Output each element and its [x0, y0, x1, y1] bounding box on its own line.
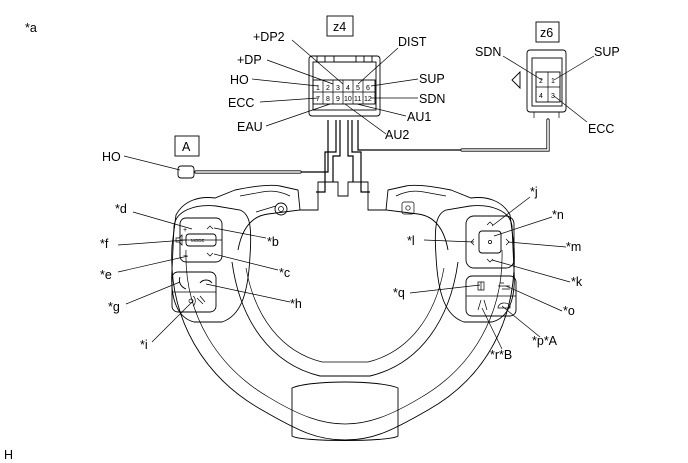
- z4-pin-3: 3: [336, 85, 340, 92]
- z4-callout-eau: EAU: [237, 120, 263, 134]
- z4-callout-ho: HO: [230, 73, 249, 87]
- z4-pin-12: 12: [364, 96, 372, 103]
- callout-c: *c: [279, 266, 290, 280]
- z4-pin-10: 10: [344, 96, 352, 103]
- z6-callouts: [502, 55, 595, 123]
- z6-callout-sdn: SDN: [475, 45, 501, 59]
- callout-j: *j: [530, 185, 538, 199]
- callout-m: *m: [566, 240, 581, 254]
- callout-f: *f: [100, 237, 109, 251]
- volume-up-mark: +: [183, 227, 187, 234]
- callout-p: *p*A: [532, 334, 558, 348]
- z6-title-box: [535, 21, 560, 43]
- z4-callout-sdn: SDN: [419, 92, 445, 106]
- connector-z6: 2 1 4 3: [511, 49, 567, 118]
- z4-pin-1: 1: [316, 85, 320, 92]
- z6-callout-ecc: ECC: [588, 122, 614, 136]
- z6-pin-2: 2: [539, 78, 543, 85]
- z4-callout-dist: DIST: [398, 35, 427, 49]
- callout-q: *q: [393, 286, 405, 300]
- z4-title: z4: [333, 20, 346, 34]
- down-arrow-icon[interactable]: [206, 252, 214, 257]
- mode-label: MODE: [191, 238, 205, 243]
- callout-r: *r*B: [490, 348, 512, 362]
- figure-key-label: *a: [25, 21, 37, 35]
- callout-o: *o: [563, 304, 575, 318]
- z4-callout-dp2: +DP2: [253, 30, 285, 44]
- z6-callout-sup: SUP: [594, 45, 620, 59]
- horn-leader: [123, 155, 181, 171]
- horn-box: [174, 135, 200, 157]
- enter-button[interactable]: [478, 230, 502, 254]
- horn-callout: HO: [102, 150, 121, 164]
- callout-n: *n: [552, 208, 564, 222]
- right-leaders: [409, 196, 571, 350]
- z4-title-box: [326, 15, 354, 37]
- callout-k: *k: [571, 275, 583, 289]
- horn-box-label: A: [182, 140, 191, 154]
- down-arrow-icon[interactable]: [486, 258, 494, 263]
- z6-pin-1: 1: [551, 78, 555, 85]
- callout-l: *l: [407, 234, 415, 248]
- callout-g: *g: [108, 300, 120, 314]
- callout-i: *i: [140, 338, 148, 352]
- callout-b: *b: [267, 235, 279, 249]
- z4-pin-6: 6: [366, 85, 370, 92]
- lane-assist-icon[interactable]: [477, 299, 488, 311]
- z4-pin-7: 7: [316, 96, 320, 103]
- illustration-code: H: [4, 448, 13, 462]
- horn-terminal: [177, 165, 195, 179]
- z4-callout-ecc: ECC: [228, 96, 254, 110]
- z4-callout-au1: AU1: [407, 110, 431, 124]
- z4-pin-9: 9: [336, 96, 340, 103]
- z6-title: z6: [540, 26, 553, 40]
- steering-wheel: [171, 181, 515, 441]
- z4-pin-2: 2: [326, 85, 330, 92]
- voice-recognition-icon[interactable]: [192, 295, 206, 307]
- up-arrow-icon[interactable]: [206, 225, 214, 230]
- phone-on-hook-icon[interactable]: [199, 279, 213, 284]
- left-switch-cluster: MODE + −: [171, 205, 252, 323]
- phone-off-hook-icon[interactable]: [178, 276, 187, 290]
- wire-harness: [177, 118, 550, 193]
- callout-d: *d: [115, 202, 127, 216]
- left-leaders: [117, 211, 291, 343]
- connector-z4: 1 2 3 4 5 6 7 8 9 10 11 12: [308, 55, 381, 117]
- up-arrow-icon[interactable]: [486, 221, 494, 226]
- z4-pin-5: 5: [356, 85, 360, 92]
- dynamic-radar-icon[interactable]: [497, 302, 511, 309]
- z4-pin-4: 4: [346, 85, 350, 92]
- z4-callouts: [251, 39, 419, 135]
- z4-callout-dp: +DP: [237, 53, 262, 67]
- phone-book-icon[interactable]: [477, 281, 485, 291]
- z4-callout-sup: SUP: [419, 72, 445, 86]
- callout-h: *h: [290, 297, 302, 311]
- callout-e: *e: [100, 268, 112, 282]
- z6-pin-4: 4: [539, 93, 543, 100]
- z4-callout-au2: AU2: [385, 128, 409, 142]
- follow-distance-icon[interactable]: [498, 282, 510, 290]
- z4-pin-11: 11: [354, 96, 361, 103]
- z4-pin-8: 8: [326, 96, 330, 103]
- speaker-icon: [175, 234, 183, 246]
- z6-pin-3: 3: [551, 93, 555, 100]
